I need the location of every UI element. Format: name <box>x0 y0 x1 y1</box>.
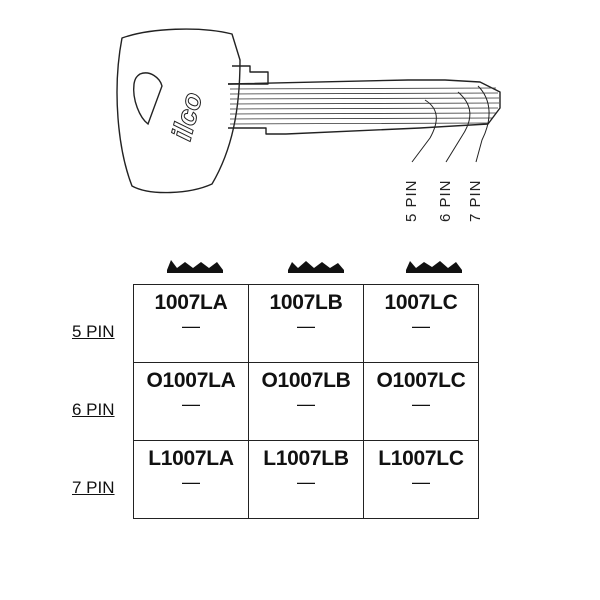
key-blank-table: 1007LA— 1007LB— 1007LC— O1007LA— O1007LB… <box>133 284 479 519</box>
table-cell: L1007LC— <box>363 440 479 519</box>
blank-code: L1007LC <box>378 447 464 470</box>
keyway-profile-icon-b <box>288 261 344 273</box>
bow-hole <box>133 72 163 126</box>
table-row: 1007LA— 1007LB— 1007LC— <box>133 284 479 363</box>
row-label-5-pin: 5 PIN <box>72 322 115 341</box>
blank-value: — <box>412 394 430 414</box>
blank-value: — <box>412 316 430 336</box>
pin-label-5: 5 PIN <box>403 179 420 222</box>
table-cell: L1007LB— <box>248 440 364 519</box>
blade-grooves <box>229 87 500 125</box>
row-label-6-pin: 6 PIN <box>72 400 115 419</box>
table-cell: 1007LB— <box>248 284 364 363</box>
blank-value: — <box>297 316 315 336</box>
blank-value: — <box>182 394 200 414</box>
key-illustration: ilco <box>116 28 501 194</box>
pin-label-7: 7 PIN <box>467 179 484 222</box>
blank-code: 1007LB <box>269 291 343 314</box>
pin-leader-lines <box>411 85 490 163</box>
blank-code: L1007LA <box>148 447 234 470</box>
blank-value: — <box>297 472 315 492</box>
table-cell: 1007LA— <box>133 284 249 363</box>
keyway-profile-icon-c <box>406 261 462 273</box>
table-cell: L1007LA— <box>133 440 249 519</box>
blank-value: — <box>412 472 430 492</box>
blank-code: O1007LC <box>376 369 466 392</box>
table-cell: O1007LB— <box>248 362 364 441</box>
key-bow <box>116 28 241 194</box>
blank-value: — <box>182 316 200 336</box>
blank-code: 1007LC <box>384 291 458 314</box>
table-cell: O1007LA— <box>133 362 249 441</box>
pin-label-6: 6 PIN <box>437 179 454 222</box>
table-row: L1007LA— L1007LB— L1007LC— <box>133 440 479 519</box>
key-blade <box>227 79 501 135</box>
blank-code: O1007LA <box>146 369 236 392</box>
table-cell: 1007LC— <box>363 284 479 363</box>
table-cell: O1007LC— <box>363 362 479 441</box>
blank-value: — <box>182 472 200 492</box>
blank-code: 1007LA <box>154 291 228 314</box>
blank-value: — <box>297 394 315 414</box>
row-label-7-pin: 7 PIN <box>72 478 115 497</box>
keyway-profile-icon-a <box>167 260 223 273</box>
table-row: O1007LA— O1007LB— O1007LC— <box>133 362 479 441</box>
key-shoulder <box>228 65 286 135</box>
blank-code: L1007LB <box>263 447 349 470</box>
brand-logo: ilco <box>166 89 208 144</box>
blank-code: O1007LB <box>261 369 351 392</box>
